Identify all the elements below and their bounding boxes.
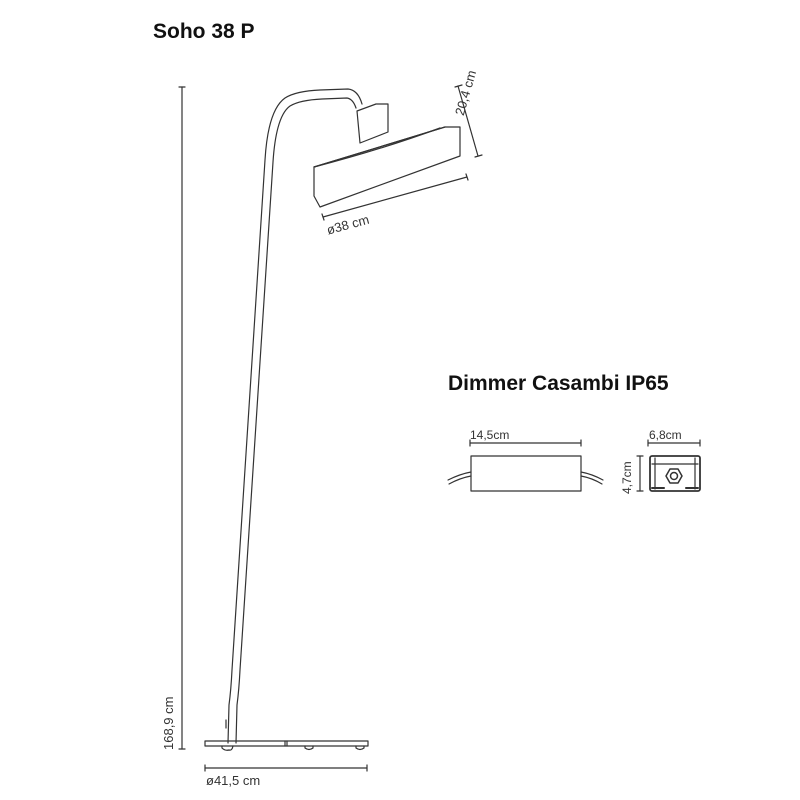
total-height-label: 168,9 cm — [161, 696, 176, 750]
dimmer-height-label: 4,7cm — [620, 461, 634, 494]
dimmer-title: Dimmer Casambi IP65 — [448, 372, 669, 395]
shade-height-dimension-line — [454, 84, 483, 158]
lamp-base — [204, 740, 369, 751]
lamp-title: Soho 38 P — [153, 20, 255, 43]
lamp-shade — [313, 126, 461, 208]
dimmer-length-label: 14,5cm — [470, 428, 510, 442]
shade-neck — [356, 103, 389, 144]
lamp-stem — [225, 88, 363, 744]
dimmer-front-view — [636, 439, 701, 492]
height-dimension-line — [178, 86, 186, 750]
base-diameter-dimension-line — [204, 764, 368, 772]
dimmer-side-view — [447, 439, 604, 492]
base-diameter-label: ø41,5 cm — [206, 773, 261, 788]
shade-diameter-dimension-line — [321, 173, 469, 221]
dimmer-width-label: 6,8cm — [649, 428, 682, 442]
